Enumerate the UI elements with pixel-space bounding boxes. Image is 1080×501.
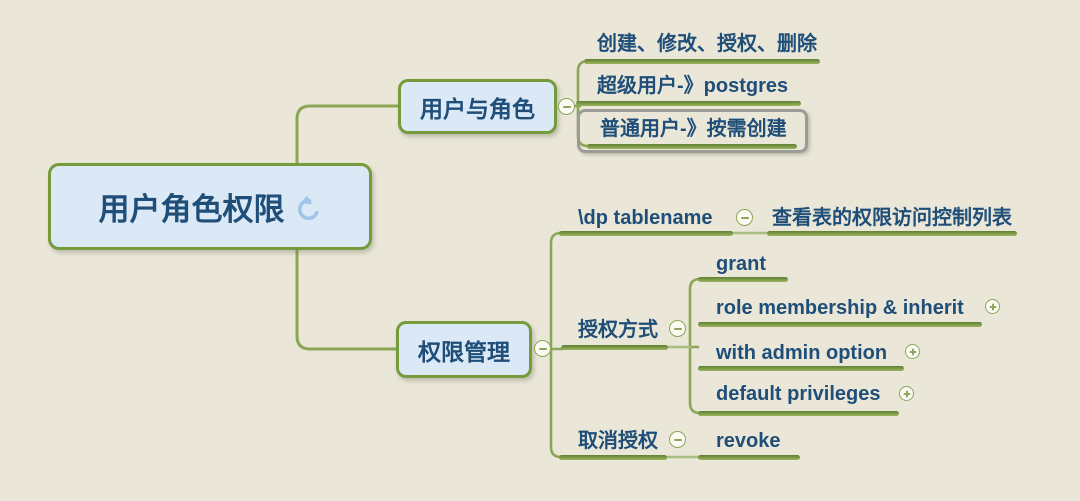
subtopic-normal-user-create-on-demand[interactable]: 普通用户-》按需创建 [600,118,787,140]
topic-underline [561,345,668,350]
topic-underline [559,455,667,460]
subtopic-create-modify-grant-delete[interactable]: 创建、修改、授权、删除 [597,33,817,55]
subtopic-grant[interactable]: grant [716,253,766,275]
subtopic-role-membership-inherit[interactable]: role membership & inherit [716,297,964,319]
topic-underline [559,231,733,236]
collapse-icon[interactable] [669,431,686,448]
subtopic-with-admin-option[interactable]: with admin option [716,342,888,364]
subtopic-dp-tablename[interactable]: \dp tablename [578,207,713,229]
expand-icon[interactable] [985,299,1000,314]
topic-users-roles[interactable]: 用户与角色 [398,79,557,134]
subtopic-revoke-authorization[interactable]: 取消授权 [578,430,658,452]
subtopic-grant-methods[interactable]: 授权方式 [578,319,658,341]
selection-frame [577,109,808,153]
collapse-icon[interactable] [669,320,686,337]
collapse-icon[interactable] [534,340,551,357]
collapse-icon[interactable] [736,209,753,226]
subtopic-default-privileges[interactable]: default privileges [716,383,881,405]
topic-underline [698,322,982,327]
subtopic-revoke[interactable]: revoke [716,430,781,452]
root-topic[interactable]: 用户角色权限 [48,163,372,250]
topic-underline [698,366,904,371]
topic-underline [698,277,788,282]
topic-underline [587,144,797,149]
topic-underline [698,455,800,460]
topic-permission-management[interactable]: 权限管理 [396,321,532,378]
topic-permission-management-label: 权限管理 [418,338,510,365]
topic-underline [698,411,899,416]
subtopic-superuser-postgres[interactable]: 超级用户-》postgres [597,75,789,97]
root-topic-label: 用户角色权限 [98,192,285,227]
expand-icon[interactable] [899,386,914,401]
topic-users-roles-label: 用户与角色 [420,95,535,122]
subtopic-view-table-acl[interactable]: 查看表的权限访问控制列表 [772,207,1012,229]
topic-underline [767,231,1017,236]
topic-underline [576,101,801,106]
expand-icon[interactable] [905,344,920,359]
topic-underline [584,59,820,64]
collapse-icon[interactable] [558,98,575,115]
rotate-ccw-icon [297,195,319,221]
